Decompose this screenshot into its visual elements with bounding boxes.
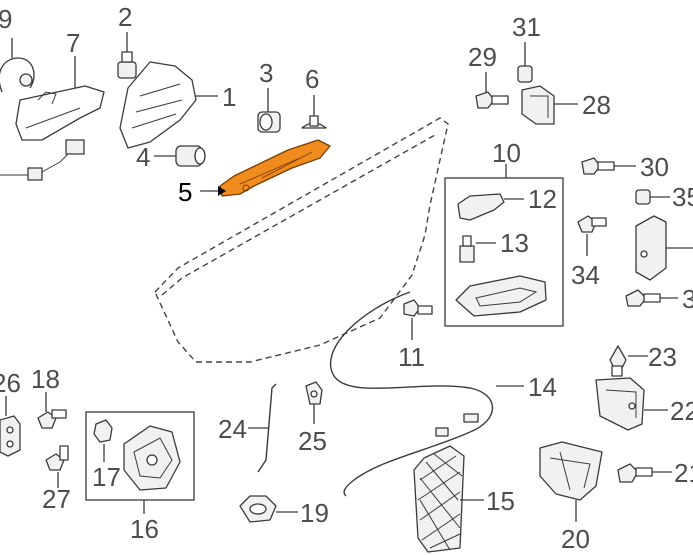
part-4-grommet[interactable] (154, 145, 206, 167)
part-6-push-pin[interactable] (301, 95, 327, 129)
part-1-handle-carrier[interactable] (119, 61, 218, 149)
part-30-bolt[interactable] (581, 157, 636, 175)
part-9-ring[interactable] (0, 38, 35, 93)
part-7-outer-handle[interactable] (15, 56, 105, 141)
callout-18: 18 (31, 364, 60, 394)
callout-33: 33 (682, 284, 693, 314)
part-29-bolt[interactable] (475, 72, 509, 109)
part-23-clip[interactable] (609, 345, 648, 377)
part-28-bracket[interactable] (521, 85, 578, 125)
callout-20: 20 (561, 524, 590, 554)
part-3-plug[interactable] (257, 88, 281, 133)
part-door-latch[interactable] (123, 425, 181, 491)
callout-3: 3 (259, 58, 273, 88)
part-25-clip[interactable] (305, 381, 323, 424)
callout-15: 15 (486, 486, 515, 516)
part-5-highlighted-bracket[interactable] (200, 139, 331, 197)
callout-26: 26 (0, 368, 21, 398)
group-box-10 (444, 177, 564, 327)
callout-9: 9 (0, 4, 12, 34)
part-2-clip[interactable] (117, 32, 137, 79)
part-14-cable[interactable] (329, 291, 524, 497)
callout-23: 23 (648, 342, 677, 372)
callout-34: 34 (571, 260, 600, 290)
part-34-bolt[interactable] (577, 215, 607, 256)
callout-6: 6 (305, 64, 319, 94)
callout-25: 25 (298, 426, 327, 456)
callout-30: 30 (640, 152, 669, 182)
part-35-cap[interactable] (635, 189, 670, 205)
part-striker-bracket[interactable] (635, 215, 693, 281)
callout-28: 28 (582, 90, 611, 120)
callout-11: 11 (398, 342, 425, 372)
part-24-rod[interactable] (248, 383, 277, 473)
part-22-bracket[interactable] (595, 377, 668, 431)
part-inner-handle-housing[interactable] (455, 275, 547, 317)
callout-29: 29 (468, 42, 497, 72)
group-box-16 (85, 411, 195, 501)
callout-4: 4 (136, 142, 150, 172)
callout-17: 17 (92, 462, 121, 492)
callout-10: 10 (492, 138, 521, 168)
callout-21: 21 (674, 458, 693, 488)
callout-27: 27 (42, 484, 71, 514)
callout-31: 31 (512, 12, 541, 42)
part-27-bolt[interactable] (45, 445, 69, 488)
part-wire-connector[interactable] (0, 139, 85, 181)
part-26-plate[interactable] (0, 396, 21, 457)
part-18-bolt[interactable] (37, 392, 67, 429)
callout-22: 22 (670, 396, 693, 426)
callout-12: 12 (528, 184, 557, 214)
part-31-cap[interactable] (517, 42, 533, 83)
door-outline (154, 117, 449, 363)
callout-14: 14 (528, 372, 557, 402)
part-13-switch[interactable] (459, 235, 496, 263)
part-21-bolt[interactable] (617, 463, 672, 483)
part-15-sound-panel[interactable] (413, 445, 484, 553)
callout-16: 16 (130, 514, 159, 544)
part-19-bumper[interactable] (239, 495, 298, 523)
part-17-small-block[interactable] (93, 419, 113, 462)
callout-7: 7 (66, 28, 80, 58)
callout-19: 19 (300, 498, 329, 528)
part-11-pin[interactable] (403, 299, 433, 340)
part-20-housing[interactable] (539, 441, 603, 522)
part-12-inner-handle-lever[interactable] (457, 193, 524, 221)
callout-2: 2 (118, 2, 132, 32)
callout-5: 5 (178, 177, 192, 207)
callout-24: 24 (218, 414, 247, 444)
part-33-bolt[interactable] (625, 289, 678, 307)
callout-13: 13 (500, 228, 529, 258)
callout-1: 1 (222, 82, 236, 112)
part-5-shape[interactable] (219, 139, 331, 197)
callout-35: 35 (672, 182, 693, 212)
